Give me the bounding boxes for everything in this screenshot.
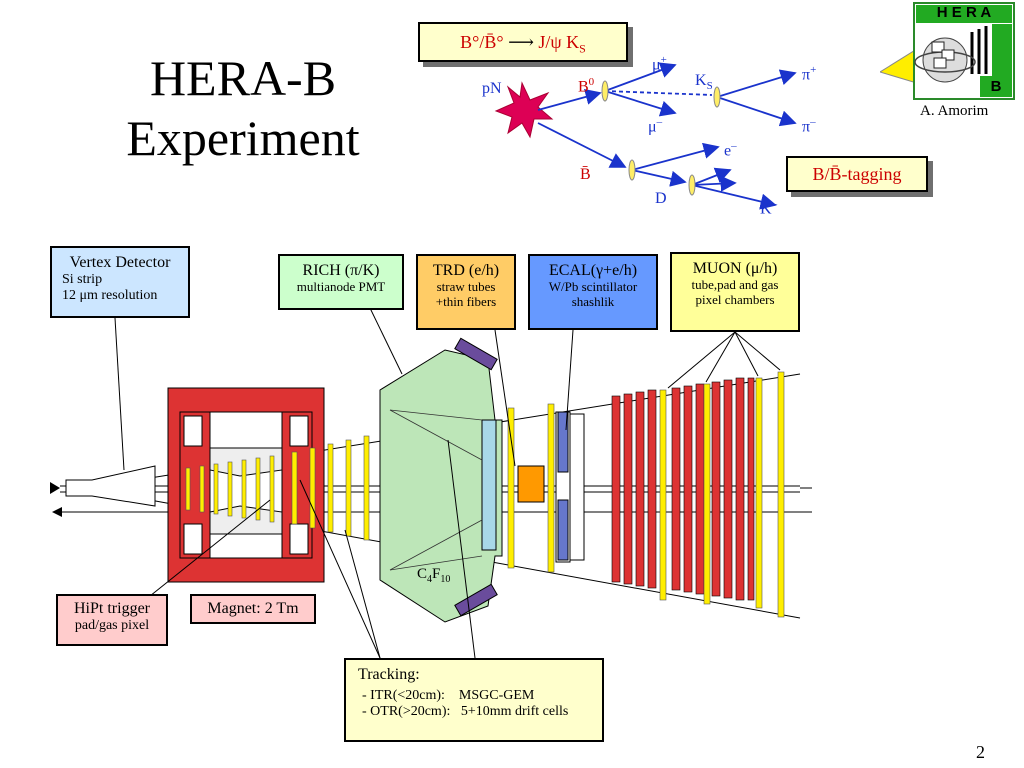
tracking-stations: [185, 403, 555, 573]
hipt-trigger-box: HiPt trigger pad/gas pixel: [56, 594, 168, 646]
trd-box: TRD (e/h) straw tubes +thin fibers: [416, 254, 516, 330]
leader-lines: [114, 307, 781, 659]
ecal-line1: W/Pb scintillator: [548, 279, 638, 295]
pi-minus-label: π–: [802, 116, 816, 136]
rich-box: RICH (π/K) multianode PMT: [278, 254, 404, 310]
logo-bottom-text: B: [990, 78, 1002, 95]
ecal-line2: shashlik: [571, 294, 615, 310]
vertex-detector-box: Vertex Detector Si strip 12 μm resolutio…: [50, 246, 190, 318]
bbar-track: [537, 122, 627, 168]
tagging-label: B/B̄-tagging: [812, 164, 902, 184]
mu-minus-track: [604, 90, 677, 117]
rich-pmt-bottom: [454, 583, 498, 617]
jpsi-ks-label: J/ψ K: [538, 32, 580, 52]
pi-plus-track: [716, 69, 797, 98]
d-daughter-2: [691, 175, 737, 192]
b0-vertex: [601, 80, 609, 102]
b-meson-label: B°/B̄°: [460, 32, 504, 52]
rich-rays: [389, 409, 483, 571]
k-minus-track: [691, 184, 777, 210]
vertex-tank: [65, 465, 156, 507]
d-daughter-1: [691, 167, 732, 186]
decay-header-box: B°/B̄° ⟶ J/ψ KS: [418, 22, 628, 62]
ks-track: [604, 90, 713, 96]
rich-title: RICH (π/K): [302, 262, 380, 279]
muon-box: MUON (μ/h) tube,pad and gas pixel chambe…: [670, 252, 800, 332]
beam-arrow-in: [50, 482, 60, 494]
trd-line1: straw tubes: [436, 279, 496, 295]
b0-label: B0: [578, 76, 595, 96]
vertex-title: Vertex Detector: [69, 254, 171, 271]
rich-pmt-top: [454, 337, 498, 371]
title-line-1: HERA-B: [149, 50, 337, 106]
d-track: [631, 169, 687, 187]
rich-mirror: [481, 419, 497, 551]
ecal-title: ECAL(γ+e/h): [548, 262, 638, 279]
tracking-line1: - ITR(<20cm): MSGC-GEM: [362, 688, 535, 704]
decay-arrow: ⟶: [508, 32, 534, 52]
magnet-box: Magnet: 2 Tm: [190, 594, 316, 624]
gas-label: C4F10: [417, 566, 451, 585]
mu-minus-label: μ–: [648, 116, 663, 136]
muon-absorbers: [611, 377, 755, 601]
tracking-box: Tracking: - ITR(<20cm): MSGC-GEM - OTR(>…: [344, 658, 604, 742]
title-line-2: Experiment: [126, 110, 360, 166]
ks-label: KS: [695, 72, 713, 93]
k-minus-label: K–: [760, 198, 778, 218]
bbar-vertex: [628, 159, 636, 181]
muon-title: MUON (μ/h): [692, 260, 778, 277]
tracking-line2: - OTR(>20cm): 5+10mm drift cells: [362, 704, 569, 720]
muon-line1: tube,pad and gas: [691, 277, 779, 293]
bbar-label: B̄: [580, 166, 591, 183]
mu-plus-track: [604, 62, 677, 92]
pi-minus-track: [716, 96, 797, 127]
e-minus-track: [631, 142, 720, 171]
muon-line2: pixel chambers: [695, 292, 775, 308]
trd-title: TRD (e/h): [432, 262, 500, 279]
decay-diagram: [494, 62, 797, 210]
logo-top-text: H E R A: [936, 4, 992, 21]
d-label: D: [655, 190, 667, 207]
tracking-title: Tracking:: [358, 666, 420, 683]
vertex-line1: Si strip: [62, 272, 103, 288]
hera-b-logo: H E R A B: [878, 2, 1015, 102]
rich-line1: multianode PMT: [296, 279, 386, 295]
magnet-title: Magnet: 2 Tm: [207, 600, 299, 617]
trd-line2: +thin fibers: [435, 294, 497, 310]
logo-graphic: [878, 2, 1015, 100]
d-vertex: [688, 174, 696, 196]
mu-plus-label: μ+: [652, 54, 667, 74]
hipt-line1: pad/gas pixel: [74, 618, 150, 634]
ks-subscript: S: [579, 41, 586, 56]
author-label: A. Amorim: [920, 103, 989, 119]
beam-arrow-out: [52, 507, 62, 517]
b0-track: [537, 88, 602, 111]
ecal: [555, 411, 585, 563]
vertex-line2: 12 μm resolution: [62, 288, 158, 304]
ecal-box: ECAL(γ+e/h) W/Pb scintillator shashlik: [528, 254, 658, 330]
e-minus-label: e–: [724, 140, 737, 160]
collision-star: [494, 81, 554, 139]
ks-vertex: [713, 86, 721, 108]
slide-title: HERA-B Experiment: [88, 48, 398, 168]
pi-plus-label: π+: [802, 64, 817, 84]
trd-block: [517, 465, 545, 503]
pn-label: pN: [482, 80, 502, 97]
tagging-box: B/B̄-tagging: [786, 156, 928, 192]
hipt-title: HiPt trigger: [74, 600, 150, 617]
muon-chambers: [659, 371, 785, 618]
page-number: 2: [976, 742, 985, 762]
